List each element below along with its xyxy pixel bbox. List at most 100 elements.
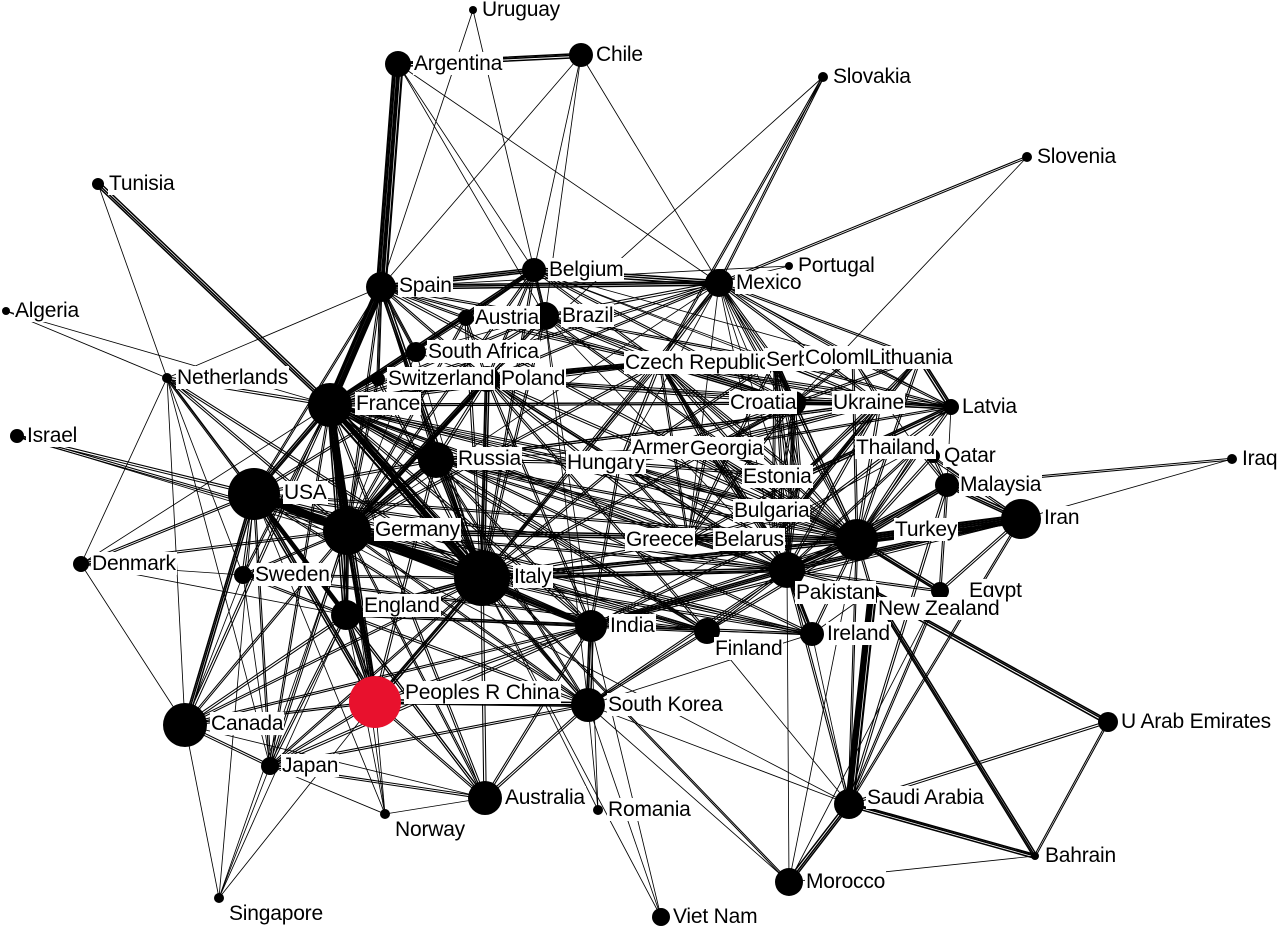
network-node[interactable] (694, 618, 720, 644)
network-edge (346, 530, 386, 815)
network-edge (268, 614, 346, 767)
network-node[interactable] (371, 372, 385, 386)
node-label: Ukraine (832, 391, 905, 414)
network-node[interactable] (468, 781, 502, 815)
network-edge (479, 378, 487, 579)
network-node[interactable] (261, 757, 279, 775)
network-edge (849, 590, 942, 805)
network-node[interactable] (323, 507, 371, 555)
network-edge (787, 403, 882, 572)
node-label: Romania (607, 798, 692, 821)
network-edge (869, 591, 1035, 858)
network-edge (705, 449, 773, 542)
node-label: Germany (374, 518, 461, 541)
network-edge (270, 578, 484, 768)
network-edge (165, 378, 347, 533)
network-edge (811, 633, 850, 805)
network-edge (618, 463, 788, 572)
network-edge (790, 401, 880, 512)
node-label: Mexico (735, 271, 803, 294)
network-node[interactable] (418, 442, 454, 478)
network-edge (620, 362, 662, 464)
network-edge (487, 377, 709, 631)
network-edge (660, 361, 802, 477)
network-edge (377, 62, 397, 288)
network-node[interactable] (522, 258, 546, 282)
network-node[interactable] (228, 468, 280, 520)
network-node[interactable] (10, 429, 24, 443)
network-node[interactable] (818, 72, 828, 82)
network-node[interactable] (162, 373, 172, 383)
network-node[interactable] (935, 473, 959, 497)
network-node-highlighted[interactable] (349, 676, 401, 728)
network-edge (185, 615, 348, 727)
node-label: Slovenia (1036, 145, 1117, 168)
network-node[interactable] (73, 556, 89, 572)
node-label: Iran (1043, 506, 1081, 529)
network-node[interactable] (705, 269, 733, 297)
network-node[interactable] (785, 262, 793, 270)
network-edge (590, 625, 662, 918)
network-node[interactable] (163, 703, 207, 747)
network-edge (872, 589, 1038, 856)
network-edge (482, 283, 721, 580)
network-node[interactable] (458, 310, 474, 326)
network-node[interactable] (931, 582, 949, 600)
network-edge (346, 531, 813, 636)
network-node[interactable] (775, 868, 803, 896)
network-node[interactable] (769, 552, 805, 588)
node-label: Belgium (548, 258, 625, 281)
network-node[interactable] (571, 688, 605, 722)
network-node[interactable] (2, 307, 10, 315)
network-node[interactable] (1098, 712, 1118, 732)
network-node[interactable] (652, 908, 670, 926)
network-edge (378, 286, 383, 380)
network-edge (587, 704, 850, 805)
network-edge (775, 359, 802, 478)
node-label: Austria (474, 306, 540, 329)
network-node[interactable] (380, 809, 390, 819)
network-node[interactable] (385, 51, 411, 77)
network-edge (218, 701, 376, 899)
node-label: France (355, 392, 422, 415)
node-label: Saudi Arabia (866, 786, 985, 809)
network-edge (325, 407, 480, 583)
network-edge (481, 378, 488, 579)
node-label: Spain (398, 274, 453, 297)
network-node[interactable] (1001, 499, 1041, 539)
network-node[interactable] (469, 6, 477, 14)
network-node[interactable] (366, 272, 396, 302)
network-node[interactable] (943, 399, 959, 415)
network-node[interactable] (569, 43, 593, 67)
network-edge (786, 569, 790, 883)
network-node[interactable] (593, 805, 603, 815)
network-edge (253, 493, 386, 815)
network-node[interactable] (234, 566, 252, 584)
network-node[interactable] (214, 893, 224, 903)
network-node[interactable] (834, 789, 864, 819)
network-edge (798, 356, 920, 477)
node-label: Ireland (826, 622, 891, 645)
network-edge (688, 448, 709, 541)
network-node[interactable] (331, 600, 361, 630)
network-node[interactable] (800, 622, 824, 646)
network-node[interactable] (406, 342, 426, 362)
network-node[interactable] (1022, 152, 1032, 162)
network-edge (587, 704, 790, 883)
network-edge (1035, 721, 1110, 857)
node-label: USA (283, 481, 328, 504)
network-edge (789, 804, 852, 884)
node-label: Thailand (855, 436, 936, 459)
network-edge (481, 578, 708, 633)
network-edge (183, 613, 346, 725)
network-node[interactable] (1031, 852, 1039, 860)
node-label: Iraq (1241, 447, 1279, 470)
network-node[interactable] (308, 383, 352, 427)
network-edge (184, 574, 244, 726)
network-node[interactable] (836, 519, 878, 561)
network-node[interactable] (92, 178, 104, 190)
network-node[interactable] (454, 550, 510, 606)
network-node[interactable] (575, 610, 607, 642)
network-node[interactable] (1227, 454, 1237, 464)
